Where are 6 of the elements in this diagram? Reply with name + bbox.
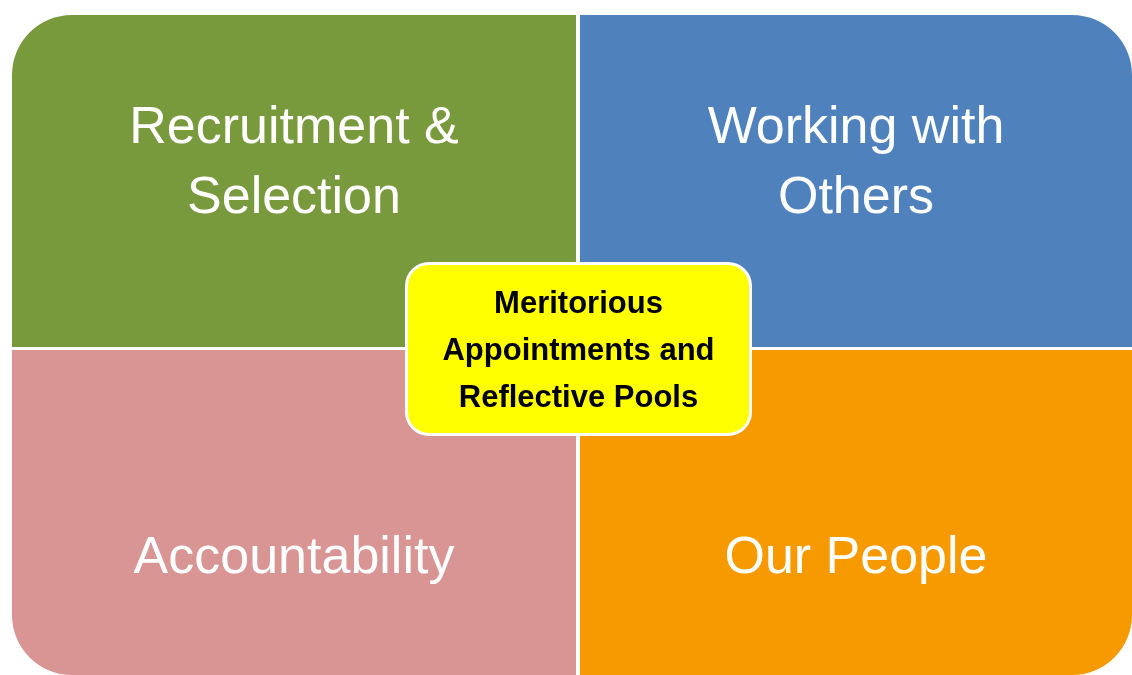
node-label: Our People [724,525,988,586]
node-label: Accountability [133,525,455,586]
center-box [405,262,752,436]
node-label: Working with Others [706,95,1006,226]
node-label: Meritorious Appointments and Reflective Pools [441,283,716,416]
node-label: Recruitment & Selection [128,95,460,226]
